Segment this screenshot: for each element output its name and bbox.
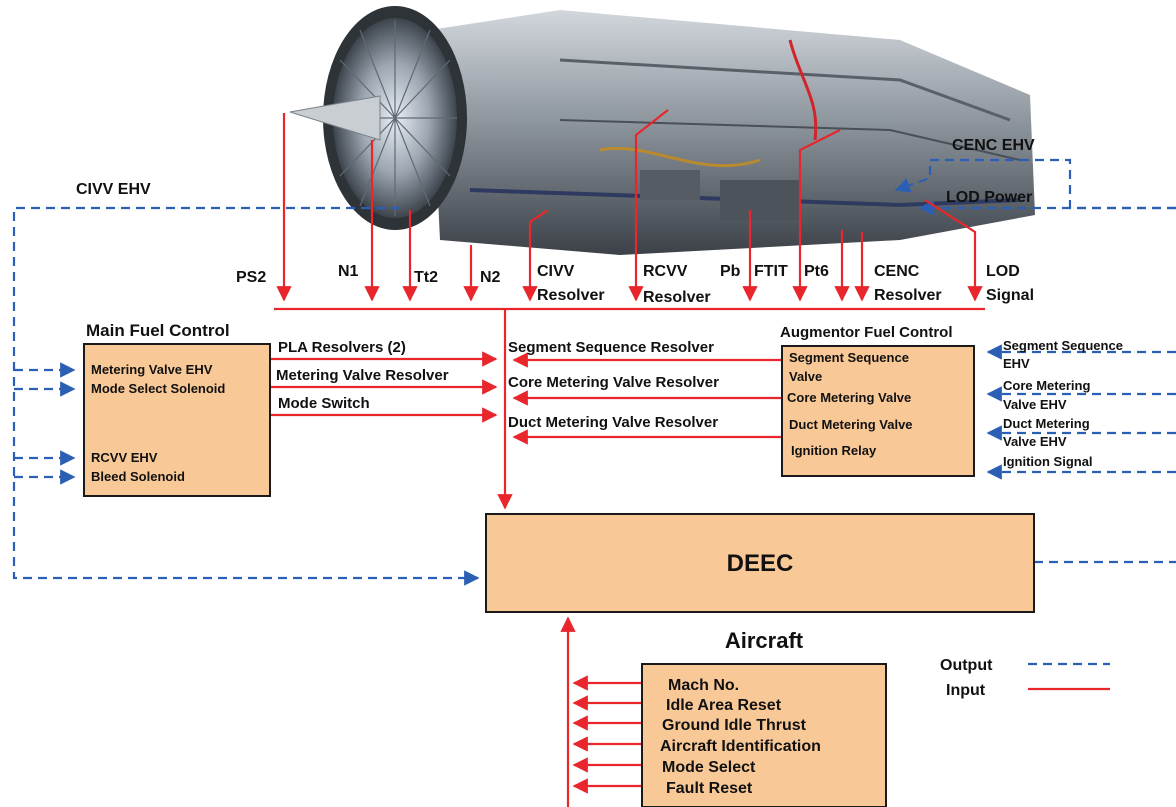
aircraft-title: Aircraft: [725, 628, 804, 653]
afc-item: Segment Sequence: [789, 350, 909, 365]
aircraft-item: Idle Area Reset: [666, 697, 782, 714]
afc-command-label: Core Metering: [1003, 378, 1090, 393]
legend-output-label: Output: [940, 657, 993, 674]
ftit-label: FTIT: [754, 263, 788, 280]
aircraft-box: [641, 663, 887, 807]
afc-command-label: Duct Metering: [1003, 416, 1090, 431]
mfc-output-label: PLA Resolvers (2): [278, 339, 406, 356]
afc-output-label: Core Metering Valve Resolver: [508, 374, 719, 391]
afc-item: Duct Metering Valve: [789, 417, 913, 432]
mfc-item: Bleed Solenoid: [91, 469, 185, 484]
afc-item: Ignition Relay: [791, 443, 877, 458]
afc-command-label: EHV: [1003, 356, 1030, 371]
turbofan-engine-illustration: [289, 6, 1035, 255]
pb-label: Pb: [720, 263, 741, 280]
afc-command-label: Valve EHV: [1003, 397, 1067, 412]
mfc-output-label: Mode Switch: [278, 395, 370, 412]
augmentor-fuel-control-box: [781, 345, 975, 477]
n1-label: N1: [338, 263, 359, 280]
main-fuel-control-title: Main Fuel Control: [86, 321, 230, 340]
deec-box: [485, 513, 1035, 613]
cenc-resolver-label-line2: Resolver: [874, 287, 942, 304]
civv-ehv-label: CIVV EHV: [76, 181, 151, 198]
rcvv-resolver-label-line2: Resolver: [643, 289, 711, 306]
cenc-ehv-label: CENC EHV: [952, 137, 1035, 154]
afc-command-label: Valve EHV: [1003, 434, 1067, 449]
legend: Output Input: [940, 657, 1110, 699]
cenc-resolver-label-line1: CENC: [874, 263, 920, 280]
aircraft-item: Ground Idle Thrust: [662, 717, 807, 734]
afc-output-label: Duct Metering Valve Resolver: [508, 414, 718, 431]
civv-resolver-label-line2: Resolver: [537, 287, 605, 304]
aircraft-item: Mode Select: [662, 759, 756, 776]
mfc-item: RCVV EHV: [91, 450, 158, 465]
pt6-label: Pt6: [804, 263, 829, 280]
ps2-label: PS2: [236, 269, 266, 286]
aircraft-item: Aircraft Identification: [660, 738, 821, 755]
augmentor-fuel-control-title: Augmentor Fuel Control: [780, 324, 953, 341]
output-lines: [12, 158, 1176, 586]
afc-command-label: Segment Sequence: [1003, 338, 1123, 353]
aircraft-item: Mach No.: [668, 677, 739, 694]
aircraft-item: Fault Reset: [666, 780, 753, 797]
afc-command-label: Ignition Signal: [1003, 454, 1093, 469]
afc-output-label: Segment Sequence Resolver: [508, 339, 714, 356]
n2-label: N2: [480, 269, 501, 286]
deec-title: DEEC: [727, 550, 794, 577]
input-lines: [270, 109, 985, 807]
main-fuel-control-box: [83, 343, 271, 497]
civv-resolver-label-line1: CIVV: [537, 263, 575, 280]
mfc-item: Mode Select Solenoid: [91, 381, 225, 396]
mfc-item: Metering Valve EHV: [91, 362, 213, 377]
afc-item: Valve: [789, 369, 822, 384]
tt2-label: Tt2: [414, 269, 438, 286]
lod-signal-label-line2: Signal: [986, 287, 1034, 304]
mfc-output-label: Metering Valve Resolver: [276, 367, 449, 384]
legend-input-label: Input: [946, 682, 986, 699]
lod-power-label: LOD Power: [946, 189, 1032, 206]
lod-signal-label-line1: LOD: [986, 263, 1020, 280]
rcvv-resolver-label-line1: RCVV: [643, 263, 688, 280]
afc-item: Core Metering Valve: [787, 390, 911, 405]
